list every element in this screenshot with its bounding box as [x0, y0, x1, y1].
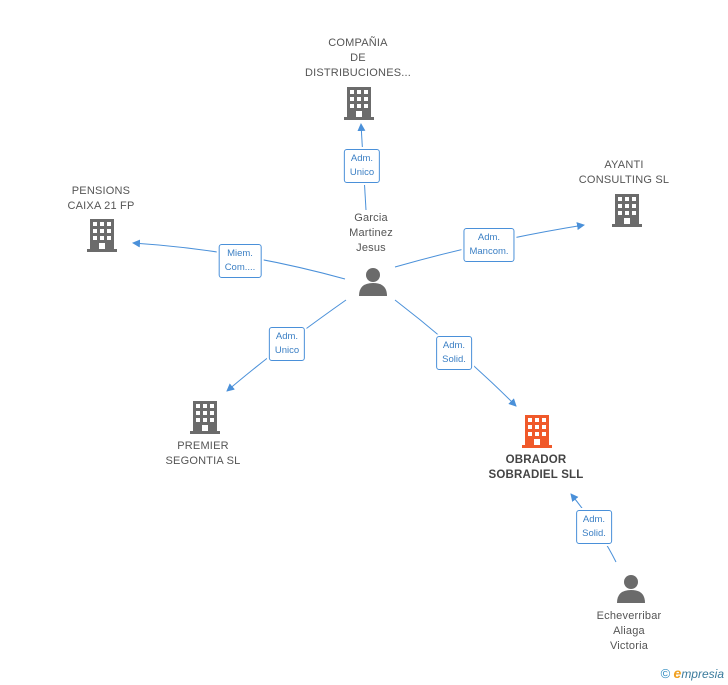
building-icon[interactable] [190, 400, 220, 434]
person-icon[interactable] [616, 573, 646, 603]
person-icon[interactable] [358, 266, 388, 296]
copyright-symbol: © [660, 666, 671, 681]
brand-name: mpresia [681, 667, 724, 681]
relation-label-compania: Adm. Unico [343, 149, 381, 183]
company-label-compania[interactable]: COMPAÑIA DE DISTRIBUCIONES... [304, 37, 412, 79]
relation-label-pensions: Miem. Com.... [218, 244, 262, 278]
company-label-premier[interactable]: PREMIER SEGONTIA SL [165, 440, 241, 467]
person-label-garcia[interactable]: Garcia Martinez Jesus [349, 212, 393, 254]
relation-label-premier: Adm. Unico [268, 327, 306, 361]
building-icon[interactable] [612, 193, 642, 227]
building-icon[interactable] [344, 86, 374, 120]
building-icon[interactable] [87, 218, 117, 252]
relation-label-echeverribar: Adm. Solid. [576, 510, 612, 544]
company-label-pensions[interactable]: PENSIONS CAIXA 21 FP [67, 185, 135, 212]
company-label-obrador[interactable]: OBRADOR SOBRADIEL SLL [488, 454, 584, 481]
relation-label-ayanti: Adm. Mancom. [463, 228, 515, 262]
building-icon[interactable] [522, 414, 552, 448]
relation-label-obrador: Adm. Solid. [436, 336, 472, 370]
empresia-logo[interactable]: © empresia [661, 665, 724, 681]
person-label-echeverribar[interactable]: Echeverribar Aliaga Victoria [596, 610, 662, 652]
brand-initial: e [673, 665, 682, 681]
company-label-ayanti[interactable]: AYANTI CONSULTING SL [578, 159, 670, 186]
